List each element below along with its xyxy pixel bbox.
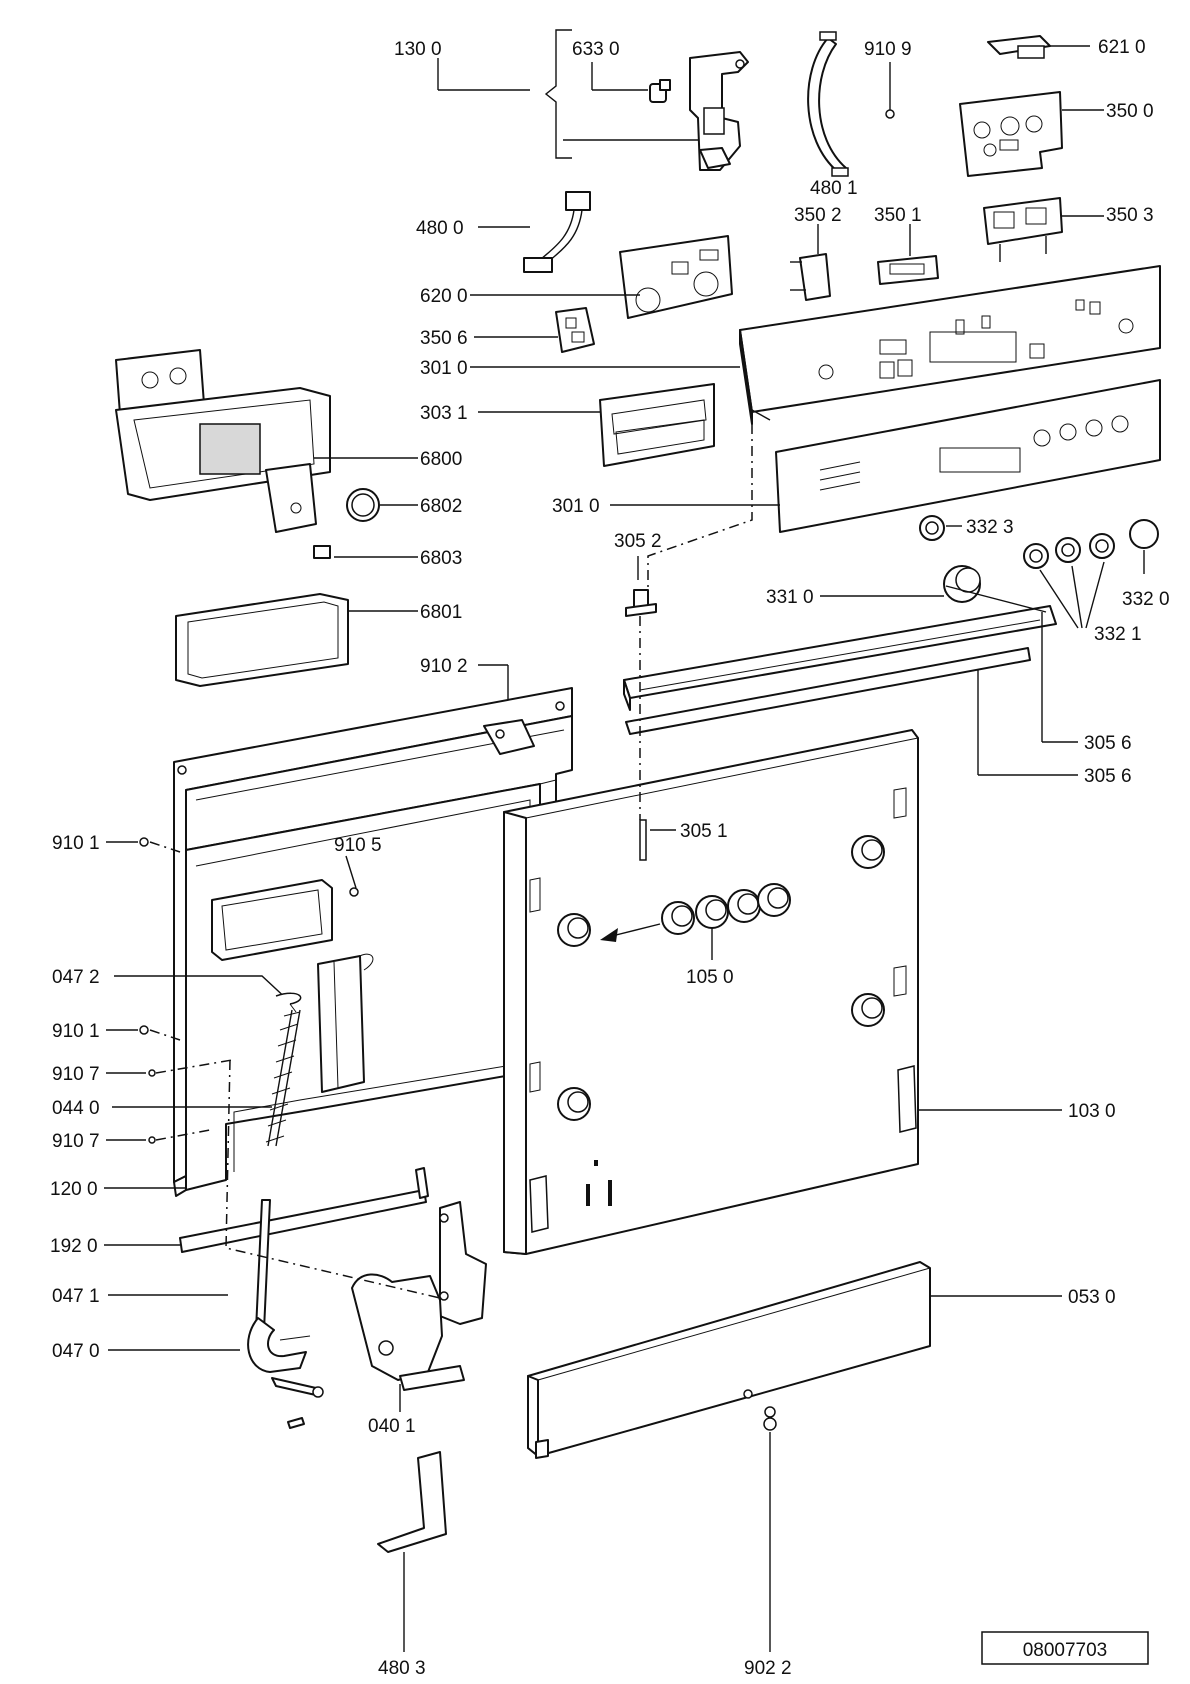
label-301-0-lower: 301 0 [552,496,600,517]
label-620-0: 620 0 [420,286,468,307]
screws-910-1-910-7 [106,837,357,1144]
label-105-0: 105 0 [686,967,734,988]
label-305-6-b: 305 6 [1084,766,1132,787]
spring-044-0 [112,975,302,1147]
label-633-0: 633 0 [572,39,620,60]
strips-305-6 [623,585,1078,776]
board-620-0 [470,235,733,319]
switch-350-6 [474,307,595,353]
label-910-5: 910 5 [334,835,382,856]
label-480-3: 480 3 [378,1658,426,1679]
pin-305-1 [639,616,676,861]
label-910-9: 910 9 [864,39,912,60]
board-350-0 [959,91,1104,177]
label-480-0: 480 0 [416,218,464,239]
label-332-1: 332 1 [1094,624,1142,645]
label-040-1: 040 1 [368,1416,416,1437]
label-120-0: 120 0 [50,1179,98,1200]
label-350-6: 350 6 [420,328,468,349]
harness-480-0 [478,191,591,273]
label-6803: 6803 [420,548,462,569]
parts-350-123 [790,197,1104,301]
label-331-0: 331 0 [766,587,814,608]
door-lock-6800 [115,349,418,559]
module-621-0 [987,35,1090,59]
label-044-0: 044 0 [52,1098,100,1119]
screw-902-2 [763,1406,777,1652]
rod-047-1-clip-047-0 [108,1199,324,1429]
drawing-number-box: 08007703 [981,1631,1149,1665]
label-910-7-b: 910 7 [52,1131,100,1152]
label-047-0: 047 0 [52,1341,100,1362]
label-130-0: 130 0 [394,39,442,60]
label-303-1: 303 1 [420,403,468,424]
label-332-0: 332 0 [1122,589,1170,610]
label-6800: 6800 [420,449,462,470]
screw-910-9 [885,62,895,119]
label-350-2: 350 2 [794,205,842,226]
label-301-0-upper: 301 0 [420,358,468,379]
hinge-305-2 [625,556,657,617]
label-192-0: 192 0 [50,1236,98,1257]
outer-door-103-0 [503,729,1062,1255]
hinge-bracket-040-1 [225,1059,487,1412]
handle-303-1 [478,383,715,467]
label-305-6-a: 305 6 [1084,733,1132,754]
bumpers-105-0 [600,883,791,960]
bracket-480-3 [377,1451,447,1652]
cable-480-1 [807,31,849,177]
label-047-1: 047 1 [52,1286,100,1307]
label-047-2: 047 2 [52,967,100,988]
fascia-301-0-lower [610,379,1161,590]
group-130-0 [437,29,572,159]
gasket-6801 [175,593,418,687]
inner-door-120-0 [104,687,573,1197]
label-6802: 6802 [420,496,462,517]
kick-plate-053-0 [527,1261,1062,1459]
label-350-0: 350 0 [1106,101,1154,122]
label-480-1: 480 1 [810,178,858,199]
label-910-1-a: 910 1 [52,833,100,854]
label-103-0: 103 0 [1068,1101,1116,1122]
label-910-7-a: 910 7 [52,1064,100,1085]
drawing-number: 08007703 [1023,1640,1108,1661]
label-053-0: 053 0 [1068,1287,1116,1308]
label-305-2: 305 2 [614,531,662,552]
label-350-1: 350 1 [874,205,922,226]
label-305-1: 305 1 [680,821,728,842]
label-350-3: 350 3 [1106,205,1154,226]
label-621-0: 621 0 [1098,37,1146,58]
label-6801: 6801 [420,602,462,623]
knobs-group [820,515,1159,629]
label-902-2: 902 2 [744,1658,792,1679]
label-332-3: 332 3 [966,517,1014,538]
rail-192-0 [104,1167,429,1253]
label-910-1-b: 910 1 [52,1021,100,1042]
label-910-2: 910 2 [420,656,468,677]
part-633-0 [563,51,749,171]
control-panel-301-0-upper [470,265,1161,425]
